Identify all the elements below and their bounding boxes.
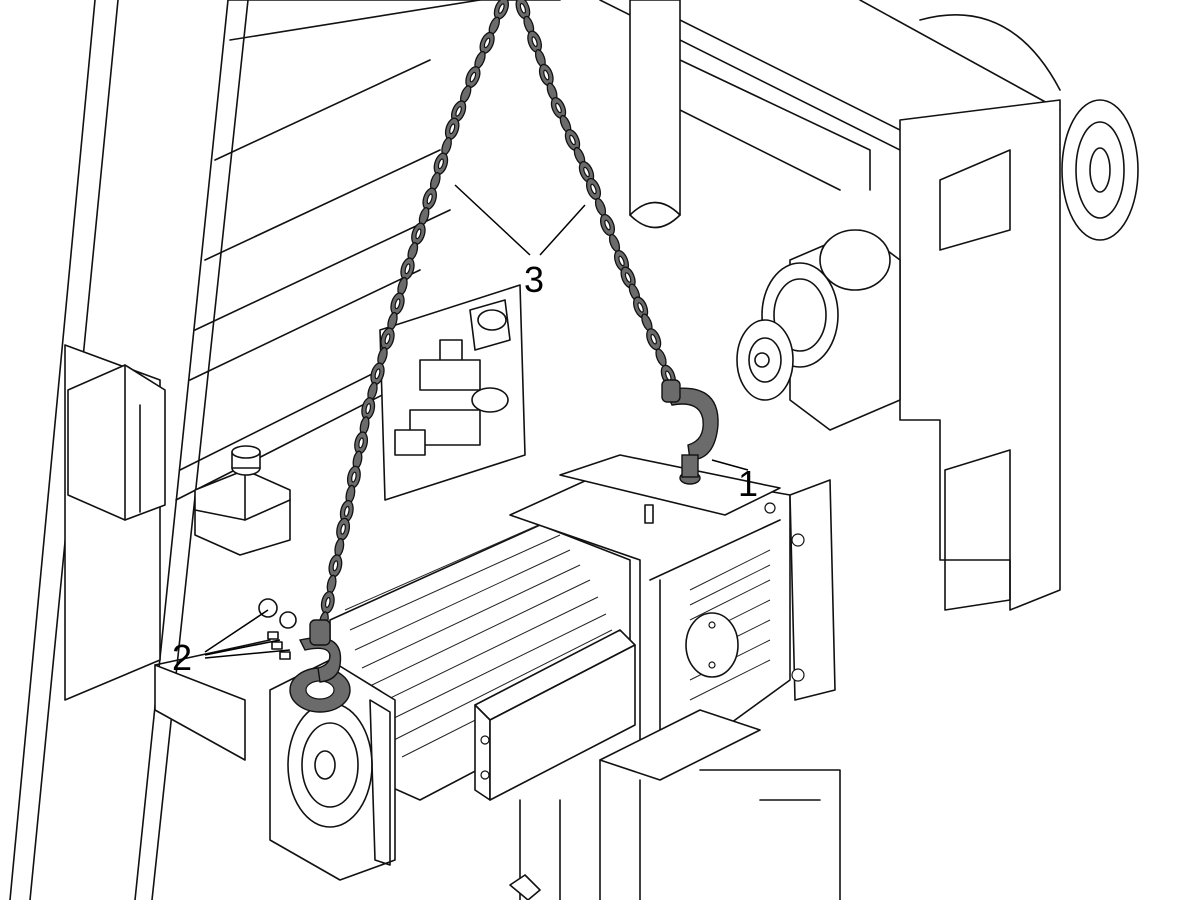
chain-link-eye (384, 333, 391, 345)
leader-2b (204, 639, 281, 656)
chain-link-eye (531, 36, 538, 48)
chain-link-eye (455, 106, 462, 117)
leader-2c (204, 649, 291, 659)
mounting-bolts (258, 598, 297, 660)
valve-plate (379, 284, 526, 501)
chain-link-eye (404, 263, 411, 275)
leader-1 (711, 459, 749, 471)
lifting-chain (318, 0, 676, 631)
chain-link-eye (340, 523, 346, 535)
leader-2a (204, 609, 269, 653)
chain-link-eye (415, 228, 422, 240)
callout-1: 1 (738, 463, 759, 504)
hook-left (289, 619, 351, 713)
chain-link-eye (332, 560, 339, 572)
chain-link-eye (449, 123, 456, 135)
chain-link-eye (555, 102, 562, 114)
control-box (64, 344, 166, 701)
hook-right (661, 379, 719, 485)
chain-link-eye (483, 37, 491, 49)
chain-link-eye (569, 134, 576, 146)
chain-link-eye (351, 471, 357, 483)
chain-link (655, 348, 667, 367)
chain-link-eye (519, 2, 527, 14)
chain-link-eye (437, 158, 444, 170)
chain-link-eye (604, 219, 611, 231)
oil-reservoir (194, 445, 291, 556)
leader-3a (454, 184, 531, 256)
chain-link-eye (343, 505, 350, 517)
chain-link-eye (624, 272, 632, 283)
chain-link-eye (469, 71, 477, 83)
spindle-coupling (736, 229, 901, 431)
chain-link-eye (498, 3, 505, 14)
leader-lines (204, 184, 749, 659)
chain-link-eye (590, 183, 597, 195)
chain-link-eye (358, 437, 364, 449)
chain-link-eye (543, 69, 550, 81)
chain-link-eye (637, 302, 644, 313)
chain-strand-left (318, 0, 510, 631)
chain-link-eye (374, 368, 381, 380)
chain-link-eye (618, 255, 625, 267)
gearbox (509, 454, 836, 781)
chain-link-eye (365, 403, 372, 415)
callout-3: 3 (524, 259, 545, 300)
lower-support (154, 639, 841, 901)
machine-frame (9, 0, 1139, 901)
chain-link-eye (650, 333, 657, 345)
chain-link-eye (394, 298, 401, 310)
chain-link-eye (583, 166, 590, 178)
chain-link-eye (324, 596, 331, 609)
callout-2: 2 (172, 637, 193, 678)
chain-link (334, 538, 345, 557)
leader-3b (539, 204, 586, 256)
chain-link-eye (426, 193, 433, 205)
electric-motor (269, 519, 636, 881)
chain-link (326, 574, 337, 594)
